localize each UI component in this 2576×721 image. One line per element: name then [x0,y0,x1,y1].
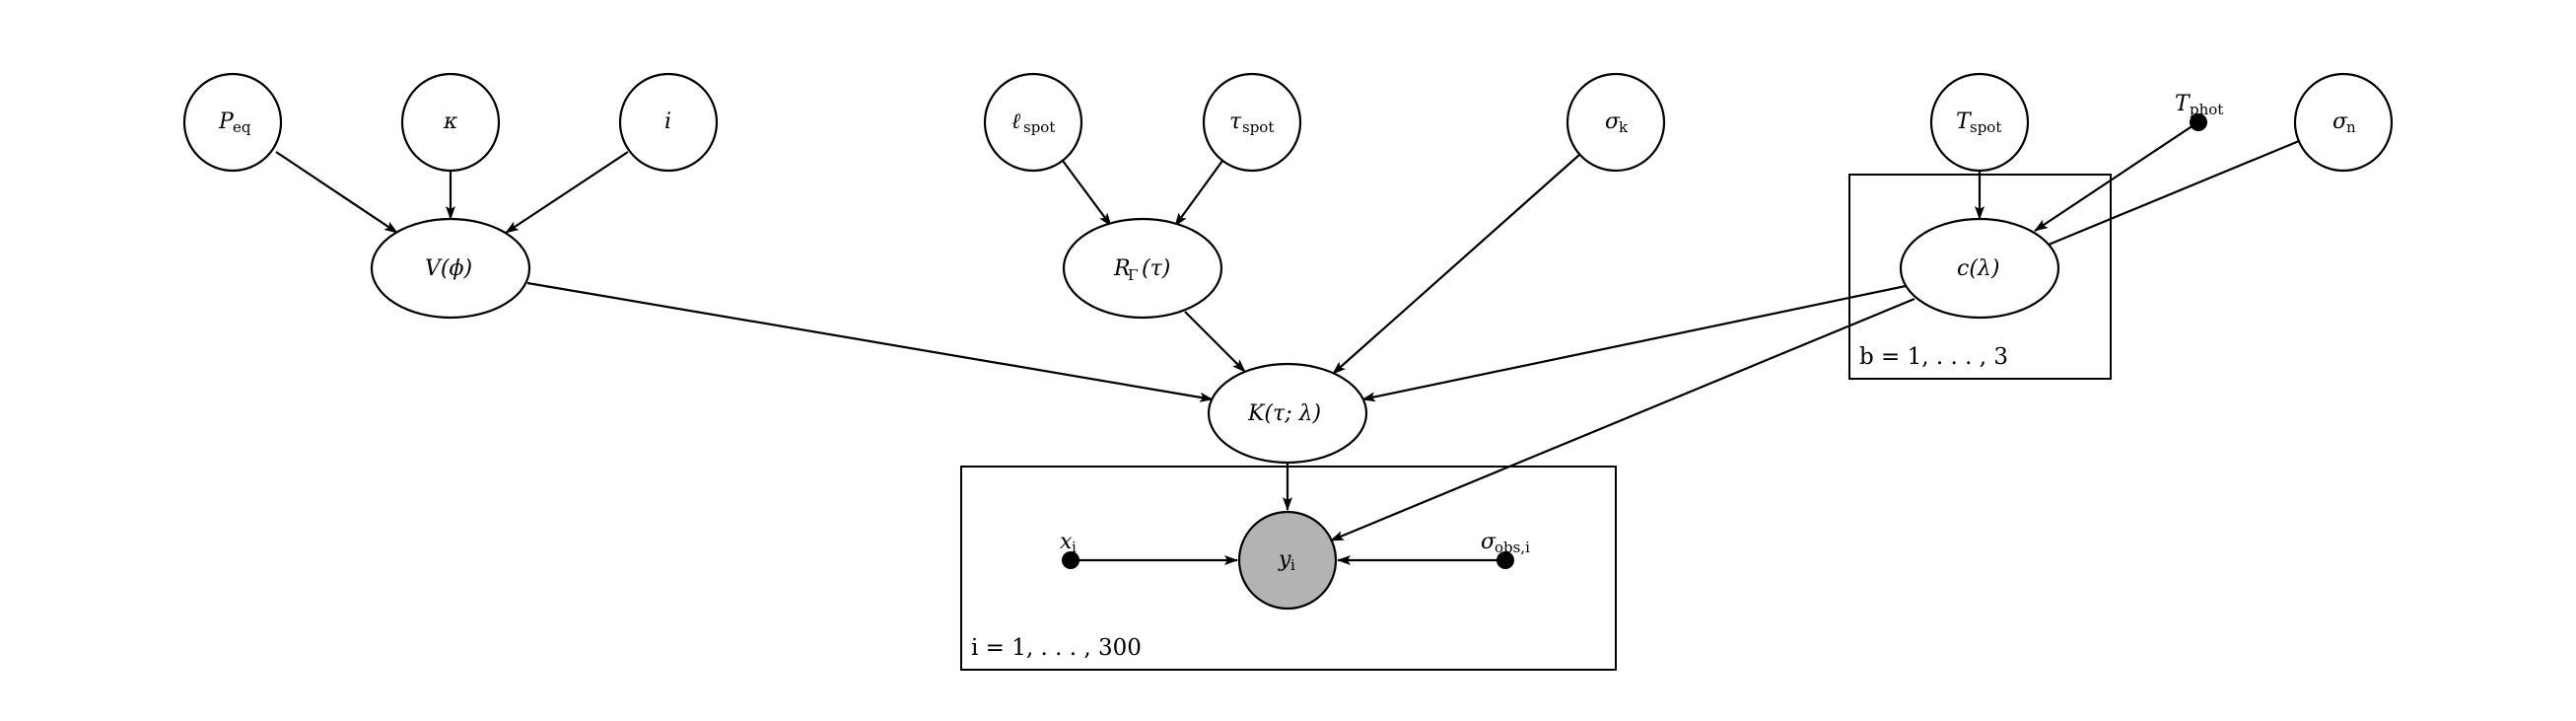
edge-i-v [505,151,629,234]
node-t-phot-label: T [2175,92,2192,116]
node-l-spot-sub: spot [1023,118,1055,136]
node-t-spot-sub: spot [1970,118,2001,136]
edge-tauspot-r [1174,160,1223,227]
node-y-observed: y i [1237,510,1338,611]
node-x-label: x [1060,530,1073,554]
edge-lspot-r [1062,160,1112,227]
node-r-gamma: R Γ (τ) [1062,217,1223,320]
node-y-label: y [1278,547,1291,572]
edge-sigman-c [2048,139,2300,247]
node-sigma-k-label: σ [1605,109,1621,134]
node-t-spot-label: T [1956,109,1973,134]
node-k-label: K(τ; λ) [1247,401,1321,426]
node-p-eq: P eq [182,72,283,173]
node-tau-spot-sub: spot [1242,118,1274,136]
node-sigma-obs-label: σ [1481,530,1497,554]
node-y-sub: i [1290,556,1295,574]
edge-tphot-c [2034,122,2197,232]
node-v-phi-label: V(ϕ) [425,256,472,281]
node-l-spot-label: ℓ [1011,109,1021,134]
edges [275,122,2300,565]
node-r-gamma-label: R [1113,256,1131,281]
edge-v-k [526,281,1214,402]
edge-c-y [1330,297,1915,542]
node-t-phot-sub: phot [2190,101,2223,118]
node-k: K(τ; λ) [1207,362,1368,465]
edge-c-k [1361,284,1907,402]
plate-band-label: b = 1, . . . , 3 [1859,344,2008,370]
node-p-eq-sub: eq [233,118,251,136]
edge-peq-v [275,151,398,234]
node-t-phot: T phot [2175,92,2223,131]
node-sigma-obs-sub: obs,i [1495,539,1530,556]
node-sigma-n-sub: n [2346,118,2356,136]
node-tau-spot: τ spot [1202,72,1302,173]
node-sigma-n: σ n [2293,72,2394,173]
node-x-sub: i [1072,539,1077,556]
node-sigma-k-sub: k [1619,118,1629,136]
edge-sigmak-k [1332,154,1580,375]
node-l-spot: ℓ spot [983,72,1083,173]
node-sigma-obs: σ obs,i [1481,530,1530,569]
node-tau-spot-label: τ [1229,109,1242,134]
node-i: i [618,72,719,173]
node-r-gamma-suffix: (τ) [1142,256,1170,281]
node-p-eq-label: P [218,109,235,134]
node-r-gamma-sub: Γ [1128,266,1138,284]
node-c-lambda-label: c(λ) [1957,256,1999,281]
node-t-spot: T spot [1929,72,2030,173]
node-kappa-label: κ [443,109,458,134]
plate-observations-label: i = 1, . . . , 300 [971,635,1142,661]
node-x-i: x i [1060,530,1079,569]
edge-r-k [1184,311,1246,373]
node-c-lambda: c(λ) [1899,217,2060,320]
node-kappa: κ [400,72,501,173]
node-sigma-k: σ k [1566,72,1666,173]
node-i-label: i [664,109,671,134]
node-sigma-n-label: σ [2332,109,2348,134]
node-v-phi: V(ϕ) [370,217,531,320]
